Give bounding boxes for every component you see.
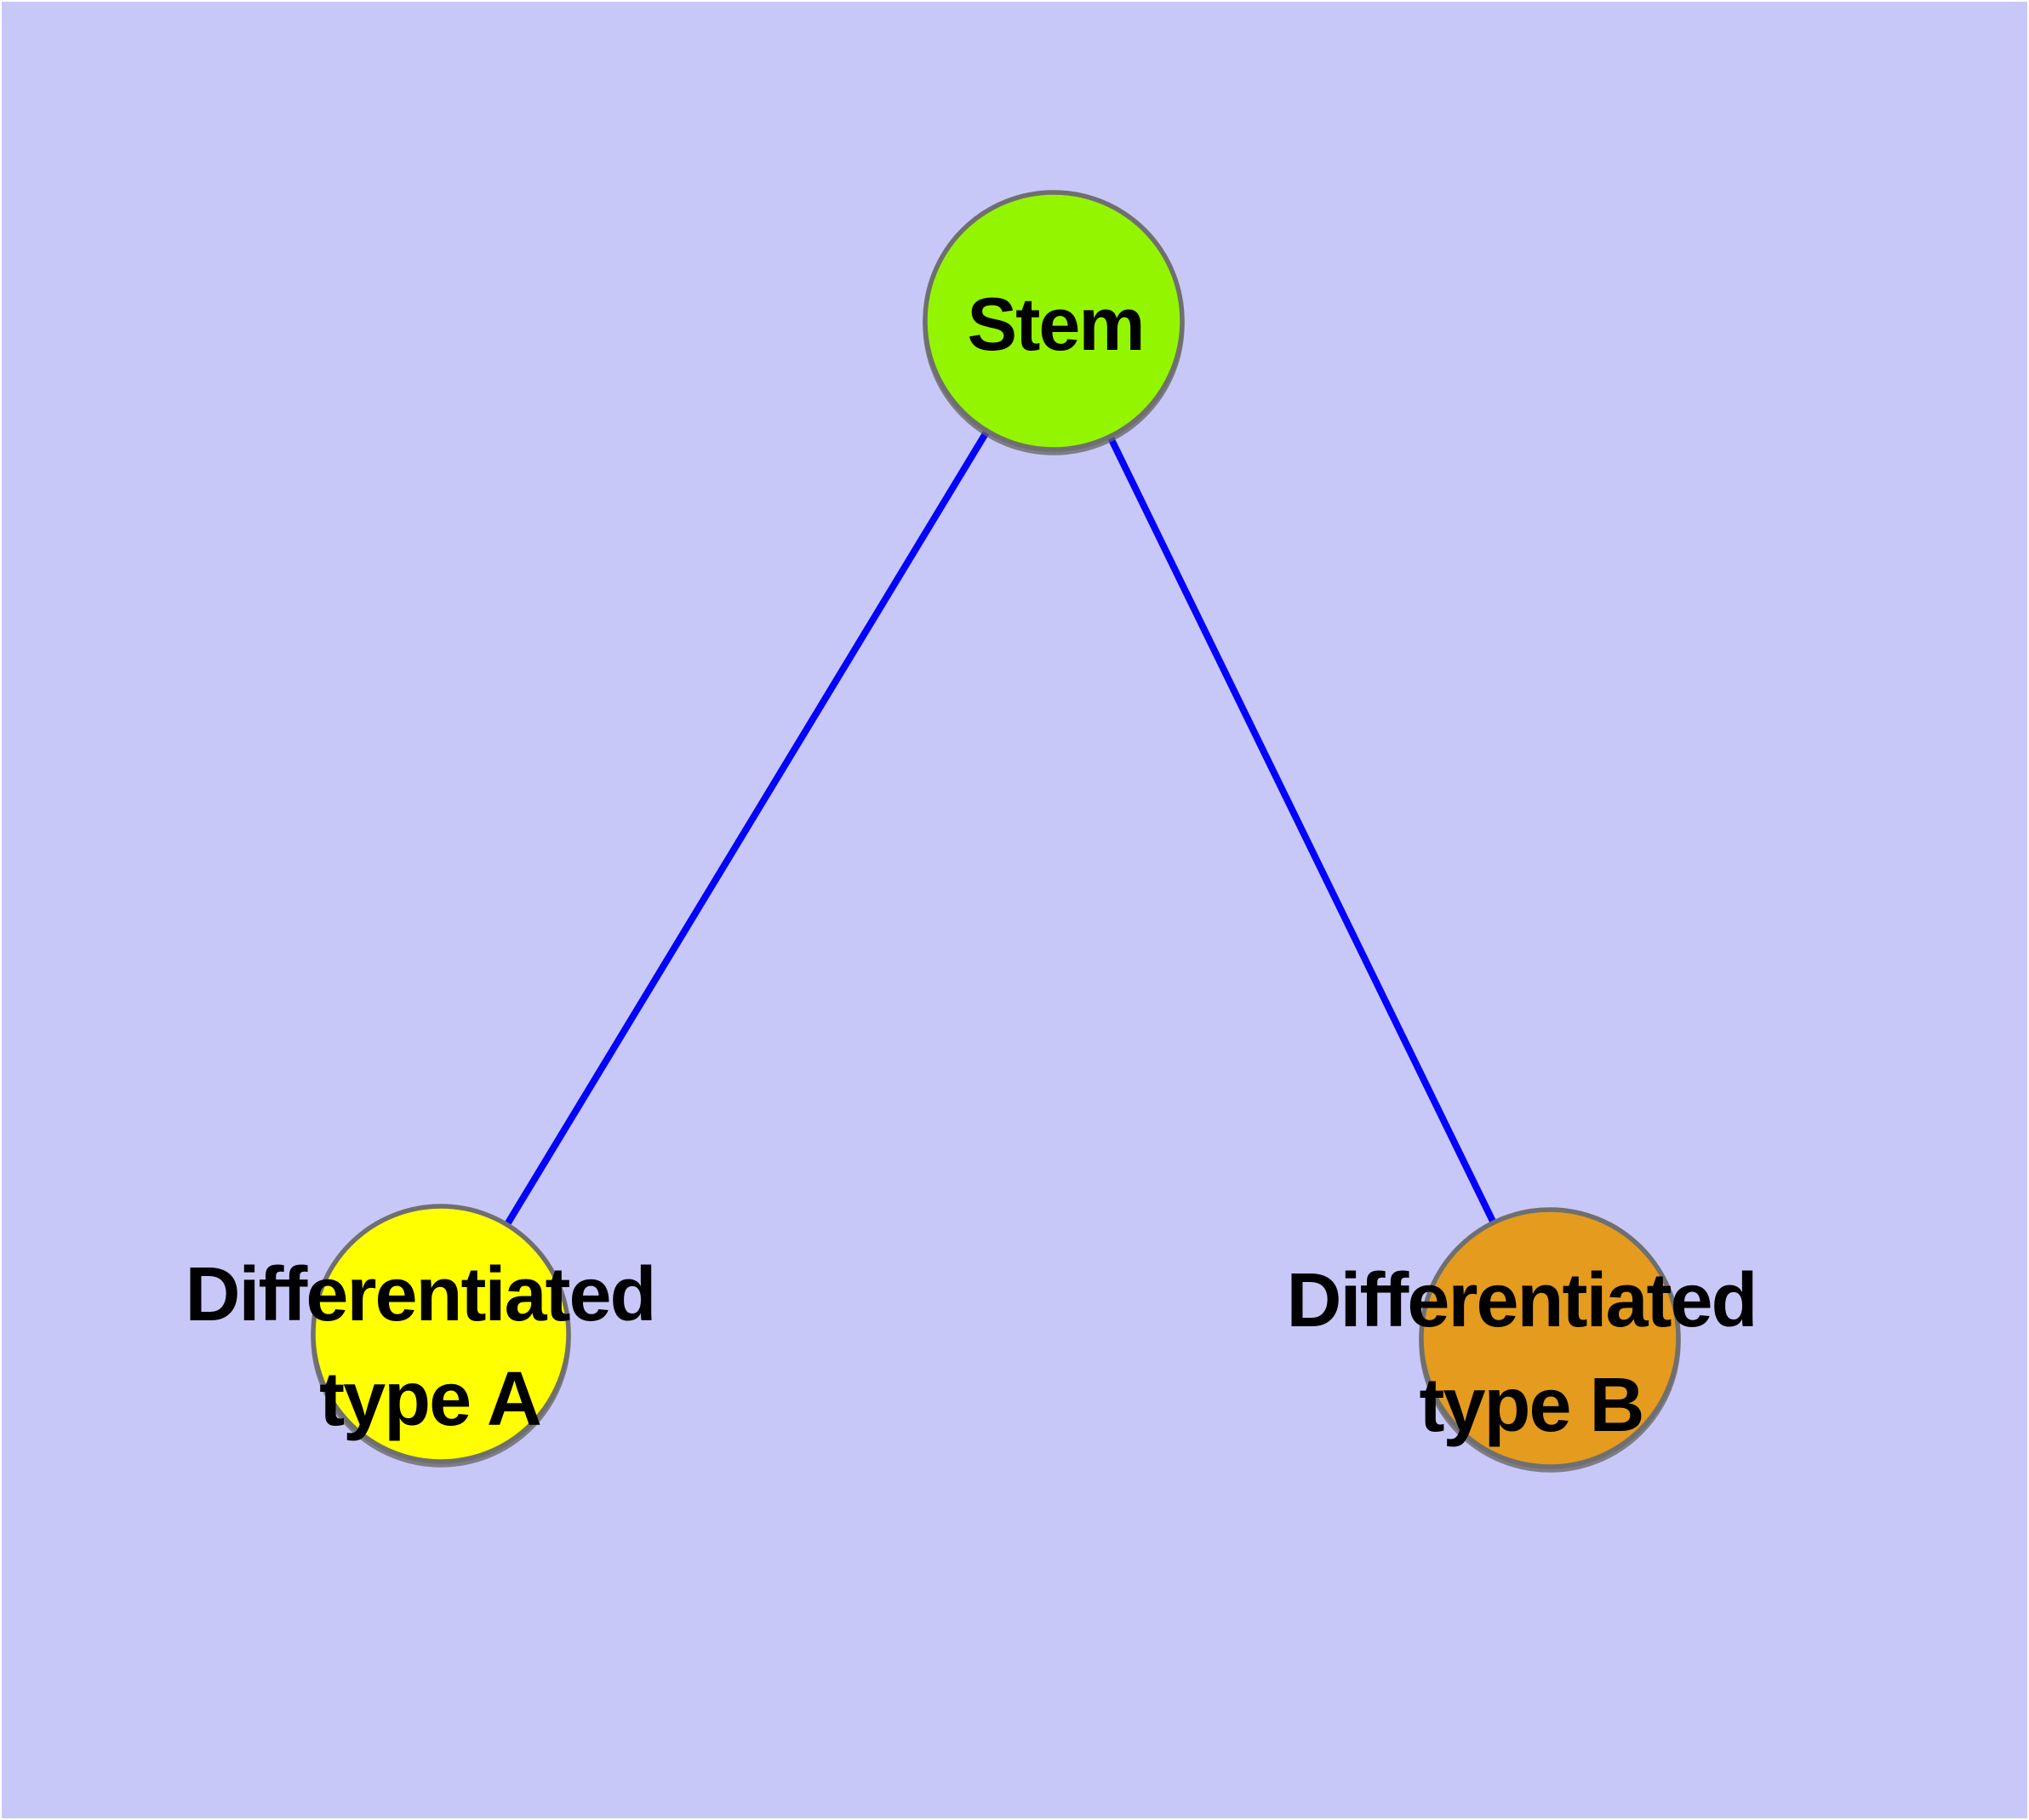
node-type-b-label-line1: Differentiated	[1286, 1258, 1756, 1343]
node-stem-label: Stem	[967, 282, 1143, 366]
edge-stem-to-type-a	[437, 318, 1057, 1336]
node-type-a-label-line1: Differentiated	[185, 1252, 654, 1337]
node-type-a-circle	[311, 1204, 571, 1464]
edge-stem-to-type-b	[1050, 319, 1553, 1340]
node-type-a-label: Differentiated type A	[185, 1252, 674, 1442]
node-type-a-label-line2: type A	[319, 1357, 540, 1442]
node-type-b-circle	[1419, 1207, 1681, 1469]
node-type-b-label-line2: type B	[1419, 1363, 1643, 1448]
node-type-b-label: Differentiated type B	[1286, 1258, 1775, 1448]
node-stem-circle	[923, 190, 1185, 452]
